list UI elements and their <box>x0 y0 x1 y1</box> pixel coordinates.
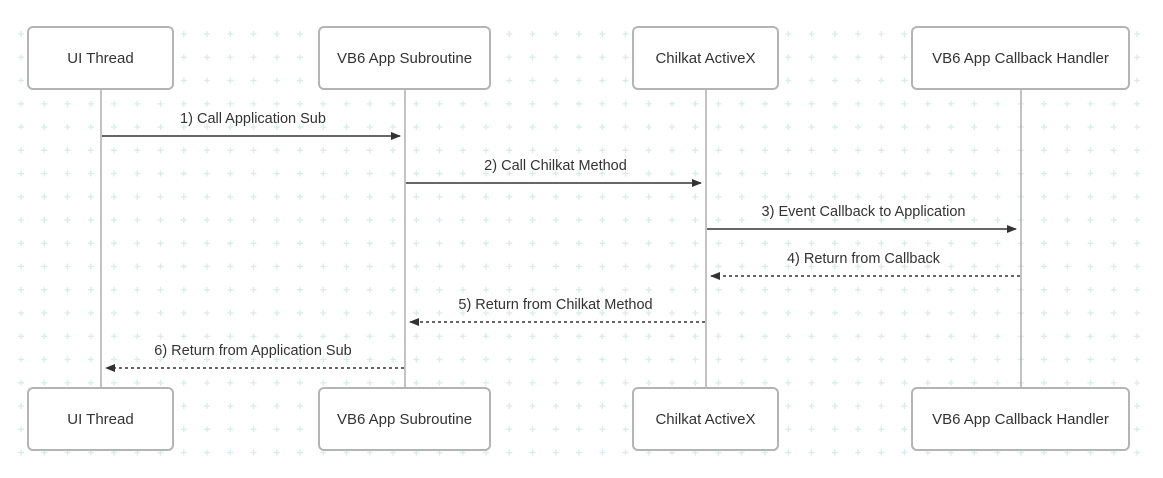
actor-box-border <box>911 26 1130 90</box>
actors-top-row: UI Thread VB6 App Subroutine Chilkat Activ… <box>27 26 1130 90</box>
message-label: 2) Call Chilkat Method <box>484 158 627 174</box>
actor-label: VB6 App Subroutine <box>337 411 472 428</box>
message-4: 4) Return from Callback <box>710 251 1020 280</box>
actor-label: VB6 App Callback Handler <box>932 50 1109 67</box>
message-5: 5) Return from Chilkat Method <box>409 297 705 326</box>
actor-label: Chilkat ActiveX <box>655 50 755 67</box>
actor-box-border <box>318 387 491 451</box>
message-label: 4) Return from Callback <box>787 251 941 267</box>
message-1: 1) Call Application Sub <box>102 111 401 140</box>
actor-top-ui: UI Thread <box>27 26 174 90</box>
lifelines <box>100 89 1022 388</box>
message-label: 5) Return from Chilkat Method <box>458 297 652 313</box>
actor-label: VB6 App Callback Handler <box>932 411 1109 428</box>
messages: 1) Call Application Sub 2) Call Chilkat M… <box>102 111 1020 372</box>
actor-top-sub: VB6 App Subroutine <box>318 26 491 90</box>
actor-box-border <box>632 26 779 90</box>
actor-label: VB6 App Subroutine <box>337 50 472 67</box>
message-label: 6) Return from Application Sub <box>154 343 351 359</box>
actor-label: Chilkat ActiveX <box>655 411 755 428</box>
actor-bottom-ui: UI Thread <box>27 387 174 451</box>
actor-box-border <box>27 26 174 90</box>
actor-box-border <box>632 387 779 451</box>
message-label: 3) Event Callback to Application <box>762 204 966 220</box>
actor-label: UI Thread <box>67 50 133 67</box>
actor-top-handler: VB6 App Callback Handler <box>911 26 1130 90</box>
message-label: 1) Call Application Sub <box>180 111 326 127</box>
message-2: 2) Call Chilkat Method <box>406 158 702 187</box>
actor-box-border <box>318 26 491 90</box>
message-3: 3) Event Callback to Application <box>707 204 1017 233</box>
actor-label: UI Thread <box>67 411 133 428</box>
actor-bottom-handler: VB6 App Callback Handler <box>911 387 1130 451</box>
actor-box-border <box>911 387 1130 451</box>
actor-box-border <box>27 387 174 451</box>
actor-top-chilkat: Chilkat ActiveX <box>632 26 779 90</box>
actor-bottom-sub: VB6 App Subroutine <box>318 387 491 451</box>
actor-bottom-chilkat: Chilkat ActiveX <box>632 387 779 451</box>
message-6: 6) Return from Application Sub <box>105 343 404 372</box>
actors-bottom-row: UI Thread VB6 App Subroutine Chilkat Activ… <box>27 387 1130 451</box>
